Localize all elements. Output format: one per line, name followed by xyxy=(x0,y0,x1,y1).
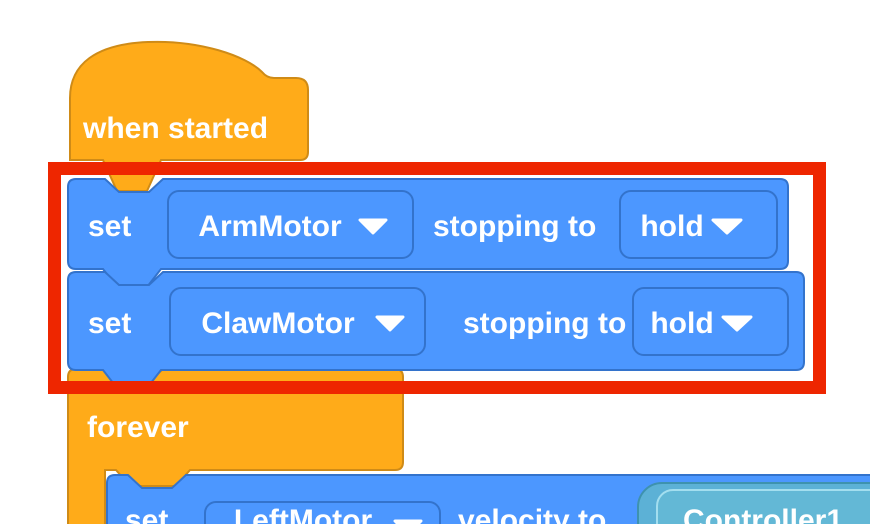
motor-dropdown-value: LeftMotor xyxy=(234,504,373,524)
mode-dropdown-field[interactable] xyxy=(619,190,778,259)
forever-block[interactable]: forever xyxy=(67,368,404,524)
chevron-down-icon xyxy=(721,315,753,332)
set-keyword-label: set xyxy=(125,504,168,524)
controller-reporter-block[interactable]: Controller1 xyxy=(637,482,870,524)
mode-dropdown-hold[interactable]: hold xyxy=(632,287,789,356)
motor-dropdown-value: ArmMotor xyxy=(198,210,342,243)
set-keyword-label: set xyxy=(88,210,131,243)
motor-dropdown-armmotor[interactable]: ArmMotor xyxy=(167,190,414,259)
chevron-down-icon xyxy=(393,519,423,524)
set-keyword-label: set xyxy=(88,307,131,340)
mode-dropdown-field[interactable] xyxy=(632,287,789,356)
mode-dropdown-value: hold xyxy=(650,307,713,340)
motor-dropdown-field[interactable] xyxy=(204,501,441,524)
motor-dropdown-leftmotor[interactable]: LeftMotor xyxy=(204,501,441,524)
controller-reporter-label: Controller1 xyxy=(683,504,843,524)
mode-dropdown-hold[interactable]: hold xyxy=(619,190,778,259)
stopping-to-label: stopping to xyxy=(433,210,596,243)
when-started-label: when started xyxy=(82,112,268,145)
stopping-to-label: stopping to xyxy=(463,307,626,340)
forever-label: forever xyxy=(87,411,189,444)
when-started-shape[interactable] xyxy=(69,40,309,192)
chevron-down-icon xyxy=(358,218,388,235)
set-stopping-block-armmotor[interactable]: set ArmMotor stopping to hold xyxy=(67,178,789,288)
mode-dropdown-value: hold xyxy=(640,210,703,243)
motor-dropdown-clawmotor[interactable]: ClawMotor xyxy=(169,287,426,356)
motor-dropdown-field[interactable] xyxy=(167,190,414,259)
chevron-down-icon xyxy=(711,218,743,235)
chevron-down-icon xyxy=(375,315,405,332)
velocity-to-label: velocity to xyxy=(458,504,606,524)
motor-dropdown-field[interactable] xyxy=(169,287,426,356)
set-velocity-block-leftmotor[interactable]: set LeftMotor velocity to Controller1 xyxy=(106,474,870,524)
when-started-block[interactable]: when started xyxy=(69,40,309,192)
highlight-rectangle xyxy=(48,162,826,394)
set-stopping-block-clawmotor[interactable]: set ClawMotor stopping to hold xyxy=(67,271,805,389)
controller-reporter-inner[interactable] xyxy=(656,489,870,524)
motor-dropdown-value: ClawMotor xyxy=(201,307,355,340)
